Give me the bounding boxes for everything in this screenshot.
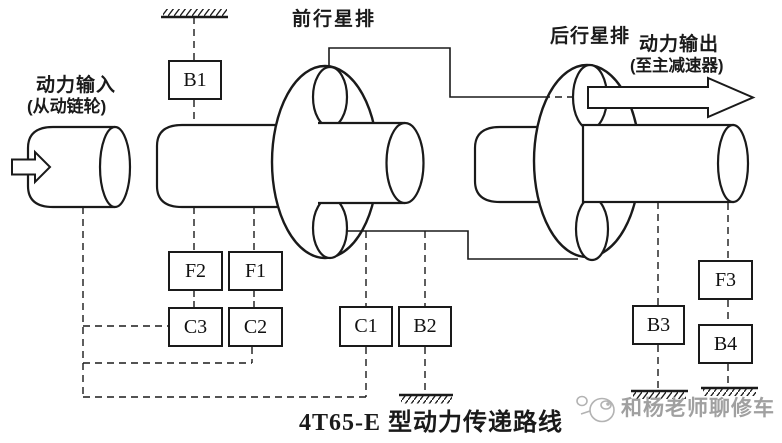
freewheel-f1-box: F1: [228, 251, 283, 291]
power-output-label: 动力输出: [639, 34, 720, 55]
front-bottom-planet-gear: [311, 196, 349, 260]
diagram-title: 4T65-E 型动力传递路线: [299, 410, 564, 436]
power-input-label: 动力输入: [36, 75, 117, 96]
front-planetary-label: 前行星排: [292, 9, 377, 30]
clutch-c2-box: C2: [228, 307, 283, 347]
front-top-planet-gear: [311, 65, 349, 129]
front-sun-shaft-end: [385, 121, 425, 205]
brake-b1-box: B1: [168, 60, 222, 100]
power-input-arrow: [11, 149, 52, 185]
ground-anchor-b3: [631, 389, 688, 399]
clutch-c1-box: C1: [339, 306, 393, 347]
freewheel-f3-box: F3: [698, 260, 753, 300]
ground-anchor-b2: [399, 393, 453, 404]
rear-planetary-label: 后行星排: [550, 26, 631, 47]
freewheel-f2-box: F2: [168, 251, 223, 291]
rear-planetary-row: [532, 63, 750, 262]
ground-anchor-b4: [701, 386, 758, 396]
solid-connection-lines: [328, 47, 578, 260]
rear-bottom-planet-gear: [574, 196, 610, 262]
front-planetary-row: [270, 64, 425, 260]
brake-b2-box: B2: [398, 306, 452, 347]
dashed-control-lines: [82, 17, 729, 398]
front-carrier-to-rear-link-top: [328, 47, 543, 98]
clutch-c3-box: C3: [168, 307, 223, 347]
brake-b3-box: B3: [632, 305, 685, 345]
output-shaft-end: [716, 123, 750, 204]
front-carrier-to-rear-link-bottom: [347, 230, 578, 260]
watermark-logo: [576, 395, 615, 423]
watermark-text: 和杨老师聊修车: [621, 397, 775, 420]
power-input-sublabel: (从动链轮): [27, 97, 107, 116]
output-shaft-cylinder: [581, 123, 735, 204]
brake-b4-box: B4: [698, 324, 753, 364]
power-output-sublabel: (至主减速器): [630, 57, 724, 75]
power-output-arrow: [587, 76, 756, 119]
ground-anchor-b1: [161, 9, 228, 19]
